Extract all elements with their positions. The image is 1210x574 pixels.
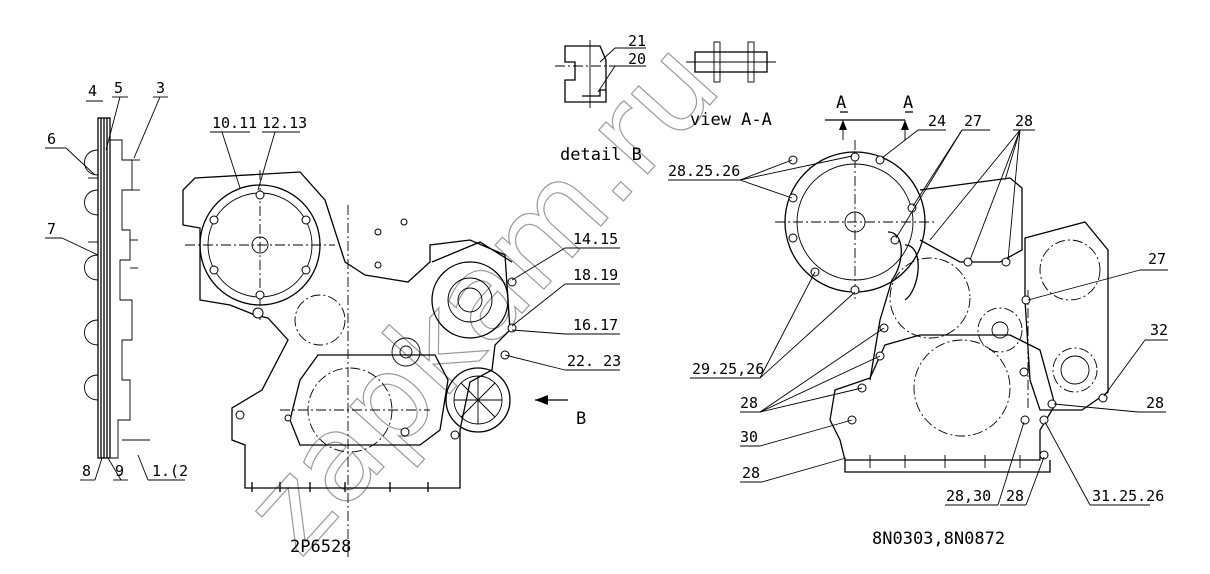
side-view-leaders (45, 96, 185, 481)
callout-6: 6 (47, 130, 56, 148)
side-view-drawing (84, 117, 150, 459)
callout-28-right: 28 (1146, 394, 1164, 412)
callout-10-11: 10.11 (212, 114, 257, 132)
left-part-number: 2P6528 (290, 537, 351, 557)
callout-1-2: 1.(2 (152, 462, 188, 480)
callout-9: 9 (115, 462, 124, 480)
right-cover-holes (788, 152, 1108, 460)
callout-7: 7 (47, 220, 56, 238)
callout-12-13: 12.13 (262, 114, 307, 132)
callout-28-bottom: 28 (1006, 487, 1024, 505)
section-a-right: A (903, 93, 913, 113)
callout-5: 5 (114, 79, 123, 97)
callout-27-right: 27 (1148, 250, 1166, 268)
callout-21: 21 (628, 32, 646, 50)
callout-24: 24 (928, 112, 946, 130)
section-a-left: A (836, 93, 846, 113)
callout-29-25-26: 29.25,26 (692, 360, 764, 378)
callout-16-17: 16.17 (573, 316, 618, 334)
arrow-b-label: B (576, 409, 586, 429)
callout-32: 32 (1150, 321, 1168, 339)
view-a-a-drawing (686, 41, 776, 83)
view-a-a-caption: view A-A (690, 110, 772, 130)
left-cover-holes (209, 190, 517, 440)
callout-28-25-26: 28.25.26 (668, 162, 740, 180)
callout-30: 30 (740, 428, 758, 446)
callout-3: 3 (156, 79, 165, 97)
callout-20: 20 (628, 50, 646, 68)
callout-22-23: 22. 23 (567, 352, 621, 370)
left-cover-leaders (210, 131, 620, 405)
detail-b-drawing (555, 40, 646, 108)
callout-27-top: 27 (964, 112, 982, 130)
callout-18-19: 18.19 (573, 266, 618, 284)
callout-14-15: 14.15 (573, 230, 618, 248)
callout-8: 8 (82, 462, 91, 480)
callout-4: 4 (88, 82, 97, 100)
callout-31-25-26: 31.25.26 (1092, 487, 1164, 505)
callout-28-low: 28 (742, 464, 760, 482)
callout-28-30: 28,30 (946, 487, 991, 505)
right-cover-leaders (668, 129, 1168, 506)
watermark: zapkam.ru (218, 15, 747, 574)
callout-28-top: 28 (1015, 112, 1033, 130)
watermark-text: zapkam.ru (218, 15, 746, 574)
right-part-number: 8N0303,8N0872 (872, 529, 1005, 549)
detail-b-caption: detail B (560, 145, 642, 165)
callout-28-mid: 28 (740, 394, 758, 412)
